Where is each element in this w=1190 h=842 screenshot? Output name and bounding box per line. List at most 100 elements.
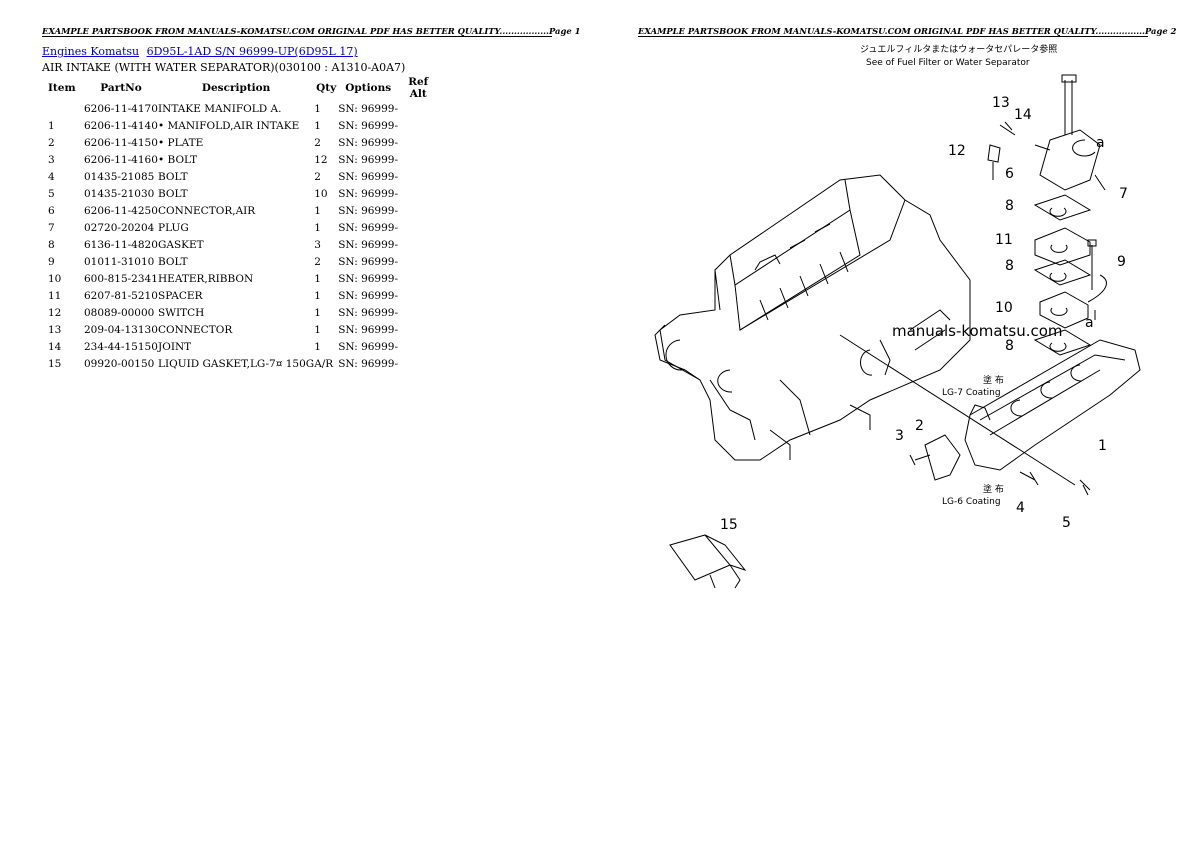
cell-item: 10 [48,272,62,285]
cell-item: 4 [48,170,55,183]
cell-item: 12 [48,306,62,319]
manifold-drawing [669,74,1141,589]
cell-qty: 2 [314,255,321,268]
page1-header: EXAMPLE PARTSBOOK FROM MANUALS-KOMATSU.C… [42,26,581,36]
cell-item: 6 [48,204,55,217]
callout-4: 4 [1016,500,1025,516]
callout-7: 7 [1119,186,1128,202]
cell-options: SN: 96999- [338,340,399,353]
cell-description: BOLT [158,187,188,200]
column-header-description: Description [201,82,271,94]
cell-partno: 01011-31010 [84,255,155,268]
cell-qty: 2 [314,136,321,149]
callout-8-bottom: 8 [1005,338,1014,354]
cell-ref-alt [398,321,438,338]
cell-partno: 01435-21085 [84,170,155,183]
callout-10: 10 [995,300,1013,316]
cell-options: SN: 96999- [338,357,399,370]
cell-partno: 01435-21030 [84,187,155,200]
cell-options: SN: 96999- [338,119,399,132]
cell-qty: 1 [314,204,321,217]
cell-options: SN: 96999- [338,289,399,302]
cell-qty: 10 [314,187,328,200]
cell-options: SN: 96999- [338,323,399,336]
callout-labels: 1 2 3 4 5 6 7 8 8 8 9 10 11 12 13 14 15 … [720,95,1128,533]
breadcrumb: Engines Komatsu 6D95L-1AD S/N 96999-UP(6… [42,45,362,58]
cell-ref-alt [398,355,438,372]
column-header-options: Options [345,82,392,94]
cell-item: 1 [48,119,55,132]
callout-1: 1 [1098,438,1107,454]
callout-a-bottom: a [1085,315,1094,331]
cell-ref-alt [398,134,438,151]
cell-partno: 600-815-2341 [84,272,158,285]
callout-a-top: a [1096,135,1105,151]
column-header-qty: Qty [316,82,337,94]
cell-options: SN: 96999- [338,136,399,149]
cell-partno: 209-04-13130 [84,323,158,336]
parts-table: Item PartNo Description Qty Options Ref … [42,76,438,372]
cell-ref-alt [398,338,438,355]
breadcrumb-link-engines[interactable]: Engines Komatsu [42,45,140,58]
cell-partno: 02720-20204 [84,221,155,234]
callout-13: 13 [992,95,1010,111]
cell-qty: A/R [314,357,334,370]
table-header-row: Item PartNo Description Qty Options Ref … [42,76,438,100]
exploded-parts-diagram: ジュエルフィルタまたはウォータセパレータ参照 See of Fuel Filte… [654,43,1141,589]
cell-partno: 234-44-15150 [84,340,158,353]
coating-label-bottom: LG-6 Coating [942,497,1001,507]
cell-description: INTAKE MANIFOLD A. [158,102,282,115]
cell-description: CONNECTOR [158,323,233,336]
callout-11: 11 [995,232,1013,248]
cell-item: 7 [48,221,55,234]
cell-qty: 1 [314,323,321,336]
cell-description: • PLATE [158,136,204,149]
cell-partno: 6206-11-4140 [84,119,158,132]
cell-qty: 1 [314,340,321,353]
cell-description: • BOLT [158,153,198,166]
cell-ref-alt [398,202,438,219]
callout-15: 15 [720,517,738,533]
cell-ref-alt [398,236,438,253]
cell-item: 2 [48,136,55,149]
cell-qty: 1 [314,289,321,302]
cell-ref-alt [398,168,438,185]
breadcrumb-link-model[interactable]: 6D95L-1AD S/N 96999-UP(6D95L 17) [146,45,358,58]
watermark: manuals-komatsu.com [892,322,1063,340]
cell-options: SN: 96999- [338,187,399,200]
cell-options: SN: 96999- [338,204,399,217]
diagram-note-english: See of Fuel Filter or Water Separator [866,58,1030,68]
cell-description: BOLT [158,170,188,183]
cell-item: 9 [48,255,55,268]
section-title: AIR INTAKE (WITH WATER SEPARATOR)(030100… [42,61,406,74]
cell-description: HEATER,RIBBON [158,272,254,285]
cell-ref-alt [398,117,438,134]
cell-options: SN: 96999- [338,255,399,268]
callout-12: 12 [948,143,966,159]
cell-partno: 6136-11-4820 [84,238,158,251]
engine-drawing [654,174,1076,486]
cell-ref-alt [398,287,438,304]
cell-item: 3 [48,153,55,166]
cell-ref-alt [398,151,438,168]
cell-qty: 1 [314,119,321,132]
cell-qty: 1 [314,272,321,285]
cell-qty: 12 [314,153,328,166]
cell-partno: 6207-81-5210 [84,289,158,302]
cell-options: SN: 96999- [338,102,399,115]
callout-9: 9 [1117,254,1126,270]
cell-description: GASKET [158,238,204,251]
cell-partno: 6206-11-4170 [84,102,158,115]
cell-ref-alt [398,253,438,270]
